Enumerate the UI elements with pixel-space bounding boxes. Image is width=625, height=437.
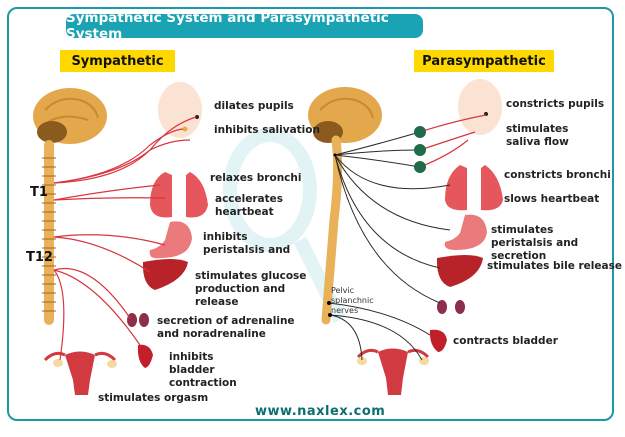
sympathetic-nerves [53, 116, 197, 361]
sympathetic-head [158, 82, 202, 138]
eye-icon [195, 115, 199, 119]
sympathetic-heading: Sympathetic [60, 50, 175, 72]
effect-label: stimulates bile release [487, 260, 622, 272]
effect-label: stimulates orgasm [98, 392, 209, 404]
sympathetic-liver [142, 259, 188, 290]
parasympathetic-stomach [444, 214, 487, 250]
diagram-title: Sympathetic System and Parasympathetic S… [66, 10, 423, 42]
sympathetic-uterus [43, 351, 117, 395]
nerve-junction-icon [328, 313, 332, 317]
effect-label: inhibits peristalsis and [203, 231, 291, 256]
sympathetic-brain [33, 88, 107, 144]
effect-label: stimulates peristalsis and secretion [491, 224, 579, 262]
effect-label: inhibits bladder contraction [169, 351, 237, 389]
effect-label: relaxes bronchi [210, 172, 302, 184]
parasympathetic-spinal-cord [321, 135, 343, 325]
parasympathetic-heading: Parasympathetic [414, 50, 554, 72]
watermark-logo [223, 128, 347, 324]
parasympathetic-liver [436, 255, 483, 287]
vertebra-label-t12: T12 [26, 250, 53, 265]
vertebra-label-t1: T1 [30, 185, 48, 200]
sympathetic-stomach [149, 221, 192, 259]
sympathetic-bladder [137, 344, 153, 368]
effect-label: constricts pupils [506, 98, 605, 110]
effect-label: constricts bronchi [504, 169, 611, 181]
effect-label: secretion of adrenaline and noradrenalin… [157, 315, 295, 340]
parasympathetic-kidneys [437, 300, 465, 314]
spine-vertebra-ticks [42, 157, 56, 312]
salivary-gland-icon [182, 126, 188, 132]
effect-label: accelerates heartbeat [215, 193, 284, 218]
parasympathetic-bladder [429, 329, 447, 352]
parasympathetic-head [458, 79, 502, 135]
footer-url[interactable]: www.naxlex.com [255, 404, 386, 419]
ganglion-icon [414, 161, 426, 173]
ganglion-icon [414, 144, 426, 156]
sympathetic-spinal-cord [44, 140, 54, 325]
nerve-junction-icon [327, 301, 331, 305]
diagram-frame [7, 7, 614, 421]
parasympathetic-lungs [445, 165, 503, 211]
ganglion-icon [414, 126, 426, 138]
sympathetic-lungs [150, 172, 208, 218]
effect-label: inhibits salivation [214, 124, 320, 136]
effect-label: contracts bladder [453, 335, 558, 347]
effect-label: stimulates glucose production and releas… [195, 270, 307, 308]
effect-label: slows heartbeat [504, 193, 600, 205]
parasympathetic-uterus [356, 348, 430, 395]
parasympathetic-nerves [328, 131, 451, 361]
ganglia [414, 126, 426, 173]
effect-label: stimulates saliva flow [506, 123, 569, 148]
effect-label: dilates pupils [214, 100, 294, 112]
sympathetic-kidneys [127, 313, 149, 327]
pelvic-splanchnic-label: Pelvic splanchnic nerves [331, 286, 374, 315]
